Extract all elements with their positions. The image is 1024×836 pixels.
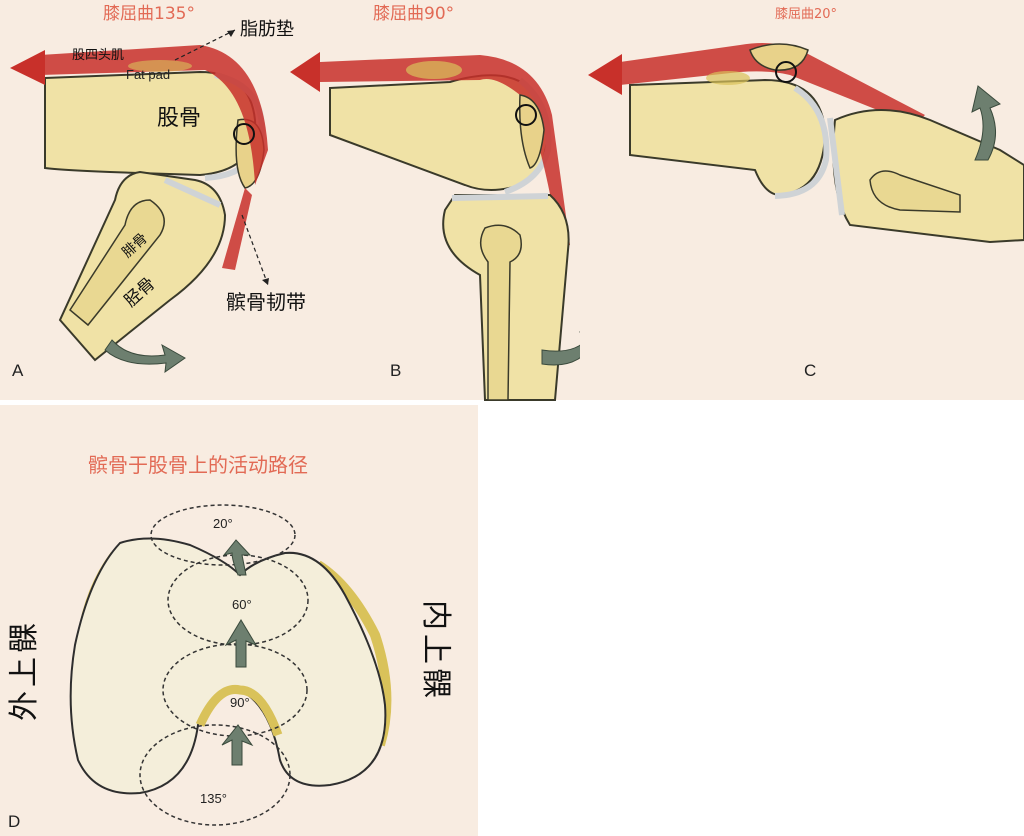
medial-epicondyle-label: 内上髁 [418,600,453,702]
angle-label-60: 60° [232,597,252,612]
fat-pad-en-label: Fat pad [126,67,171,82]
fat-pad [406,61,462,79]
panel-b-illustration [290,52,606,401]
track-arrow-60 [222,539,252,576]
tibia-cartilage [163,177,222,208]
femur-bone [44,70,257,177]
panel-a: 膝屈曲135° 脂肪垫 股四头肌 Fat pad 股骨 腓骨 胫骨 髌骨韧带 A [0,0,380,400]
quadriceps-arrow [10,50,45,85]
rotation-arrow [104,339,186,374]
panel-a-letter: A [12,361,24,380]
panel-b-letter: B [390,361,402,380]
quadriceps-muscle [320,55,570,248]
panel-a-title: 膝屈曲135° [103,4,195,24]
quadriceps-label: 股四头肌 [72,48,125,63]
panel-d: 髌骨于股骨上的活动路径 外上髁 内上髁 20° 60° 90° 135° D [0,405,478,836]
patellar-ligament-label: 髌骨韧带 [226,290,306,314]
panel-c: 膝屈曲20° C [580,0,1024,400]
ligament-pointer [241,214,269,286]
panel-d-title: 髌骨于股骨上的活动路径 [88,453,308,477]
quadriceps-arrow [588,54,622,95]
fibula-bone [69,199,165,327]
patella [749,43,809,71]
trochlear-groove [195,684,283,737]
panel-b-title: 膝屈曲90° [373,4,455,24]
quadriceps-muscle [40,45,268,185]
panel-c-letter: C [804,361,817,380]
fat-pad-label: 脂肪垫 [240,19,294,40]
angle-label-20: 20° [213,516,233,531]
fat-pad [128,60,192,72]
contact-marker [775,61,797,83]
patella [518,94,545,169]
track-arrow-90 [224,619,258,668]
panel-d-illustration [69,504,392,826]
femur-label: 股骨 [157,106,202,131]
contact-marker [233,123,255,145]
fat-pad [706,71,750,85]
angle-label-135: 135° [200,791,227,806]
tibia-bone [58,170,227,362]
quadriceps-muscle [620,42,925,126]
tibia-cartilage [827,117,845,216]
panel-c-illustration [588,42,1024,244]
patella-track-135 [139,724,291,826]
panel-d-letter: D [8,812,21,831]
contact-marker [515,104,537,126]
fibula-bone [479,224,522,401]
patellar-ligament [222,188,252,270]
lateral-epicondyle-label: 外上髁 [7,619,42,721]
fibula-bone [869,170,961,213]
femur-cartilage [774,85,830,199]
track-arrow-135 [221,724,254,766]
angle-label-90: 90° [230,695,250,710]
panel-c-title: 膝屈曲20° [775,7,838,22]
quadriceps-arrow [290,52,320,92]
tibia-cartilage [451,193,549,201]
patella-track-20 [150,504,296,566]
panel-a-illustration [10,29,269,374]
femur-bone [629,78,827,197]
rotation-arrow [971,85,1001,161]
